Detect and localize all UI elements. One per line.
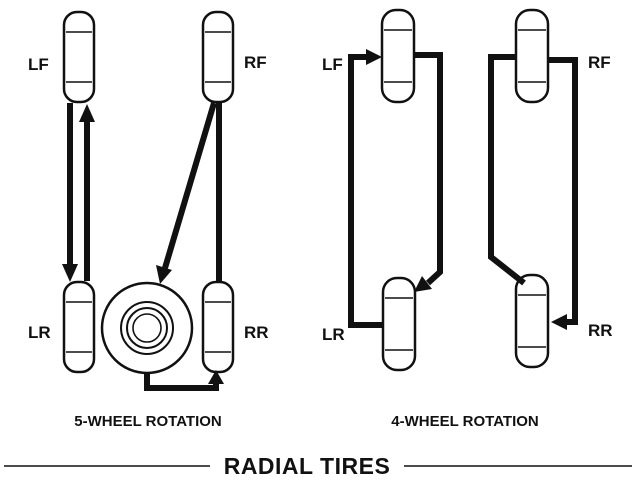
five-wheel-group: LF RF LR RR 5-WHEEL ROTATION bbox=[28, 10, 269, 430]
four-rr-label: RR bbox=[588, 321, 613, 340]
five-rf-label: RF bbox=[244, 53, 267, 72]
four-lf-label: LF bbox=[322, 55, 343, 74]
five-rr-label: RR bbox=[244, 323, 269, 342]
four-rf-label: RF bbox=[588, 53, 611, 72]
five-arrow-lf-to-lr bbox=[62, 103, 78, 282]
four-lf-tire bbox=[380, 8, 416, 104]
four-arrow-rr-to-rf bbox=[548, 57, 578, 330]
four-arrow-lf-to-rr bbox=[414, 52, 443, 292]
four-arrow-lr-to-lf bbox=[348, 49, 383, 328]
five-lr-tire bbox=[62, 280, 96, 374]
five-lf-label: LF bbox=[28, 55, 49, 74]
four-wheel-caption: 4-WHEEL ROTATION bbox=[391, 413, 539, 430]
five-arrow-lr-to-lf bbox=[79, 104, 95, 281]
five-lr-label: LR bbox=[28, 323, 51, 342]
five-wheel-caption: 5-WHEEL ROTATION bbox=[74, 413, 222, 430]
four-lr-tire bbox=[381, 276, 417, 372]
four-rr-tire bbox=[514, 273, 550, 369]
five-spare-tire bbox=[100, 281, 194, 375]
title-group: RADIAL TIRES bbox=[4, 453, 632, 479]
five-rr-tire bbox=[201, 280, 235, 374]
five-rf-tire bbox=[201, 10, 235, 104]
five-arrow-spare-to-rr bbox=[144, 370, 224, 391]
four-wheel-group: LF RF LR RR 4-WHEEL ROTATION bbox=[322, 8, 613, 430]
four-lr-label: LR bbox=[322, 325, 345, 344]
five-arrow-rf-to-spare bbox=[156, 102, 217, 284]
five-lf-tire bbox=[62, 10, 96, 104]
four-arrow-rf-to-lr bbox=[488, 54, 526, 286]
diagram-title: RADIAL TIRES bbox=[224, 453, 391, 479]
four-rf-tire bbox=[514, 8, 550, 104]
